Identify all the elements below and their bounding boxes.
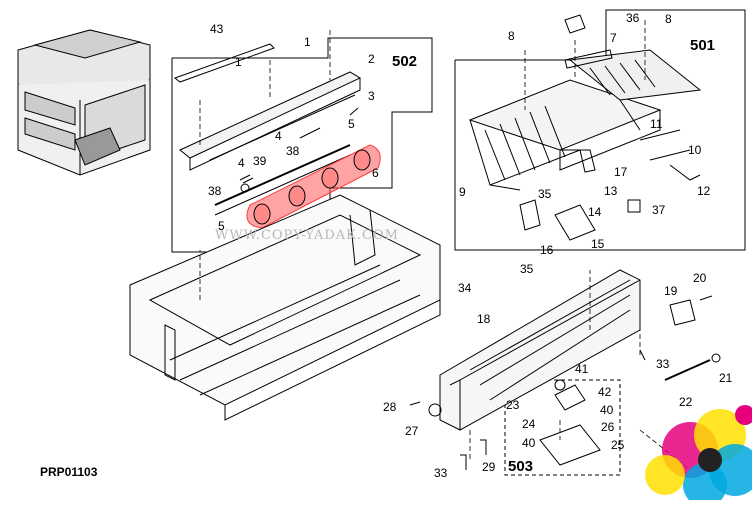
callout-19: 19 [664,284,678,298]
callout-43: 43 [210,22,224,36]
roller-part-6 [246,144,381,229]
callout-13: 13 [604,184,618,198]
callout-8a: 8 [508,29,515,43]
callout-8b: 8 [665,12,672,26]
callout-29: 29 [482,460,496,474]
color-logo [645,405,752,505]
figure-code: PRP01103 [40,465,98,479]
callout-5b: 5 [218,219,225,233]
callout-40a: 40 [600,403,614,417]
copier-thumbnail [17,29,151,176]
callout-22: 22 [679,395,693,409]
callout-20: 20 [693,271,707,285]
callout-25: 25 [611,438,625,452]
callout-41: 41 [575,362,589,376]
callout-1b: 1 [235,55,242,69]
group-label-502: 502 [392,53,418,70]
group-label-503: 503 [508,458,534,475]
callout-39: 39 [253,154,267,168]
watermark-text: WWW.COPY-YADAK.COM [215,228,399,243]
callout-21: 21 [719,371,733,385]
callout-27: 27 [405,424,419,438]
callout-28: 28 [383,400,397,414]
callout-4b: 4 [238,156,245,170]
callout-1a: 1 [304,35,311,49]
group-label-501: 501 [690,37,716,54]
group-box-503 [504,379,621,476]
callout-42: 42 [598,385,612,399]
callout-35: 35 [538,187,552,201]
callout-38a: 38 [286,144,300,158]
callout-38b: 38 [208,184,222,198]
callout-5a: 5 [348,117,355,131]
callout-36: 36 [626,11,640,25]
callout-23: 23 [506,398,520,412]
callout-37: 37 [652,203,666,217]
callout-11: 11 [650,117,663,131]
callout-24: 24 [522,417,536,431]
callout-3: 3 [368,89,375,103]
callout-18: 18 [477,312,491,326]
callout-4a: 4 [275,129,282,143]
callout-33: 34 [458,281,472,295]
callout-12: 12 [697,184,711,198]
callout-7: 7 [610,31,617,45]
callout-2: 2 [368,52,375,66]
callout-14: 14 [588,205,602,219]
callout-10: 10 [688,143,702,157]
callout-16: 16 [540,243,554,257]
callout-26: 26 [601,420,615,434]
callout-34: 35 [520,262,534,276]
callout-40b: 40 [522,436,536,450]
callout-9: 9 [459,185,466,199]
callout-31a: 33 [656,357,670,371]
callout-6: 6 [372,166,379,180]
callout-31b: 33 [434,466,448,480]
callout-15: 15 [591,237,605,251]
callout-17: 17 [614,165,628,179]
